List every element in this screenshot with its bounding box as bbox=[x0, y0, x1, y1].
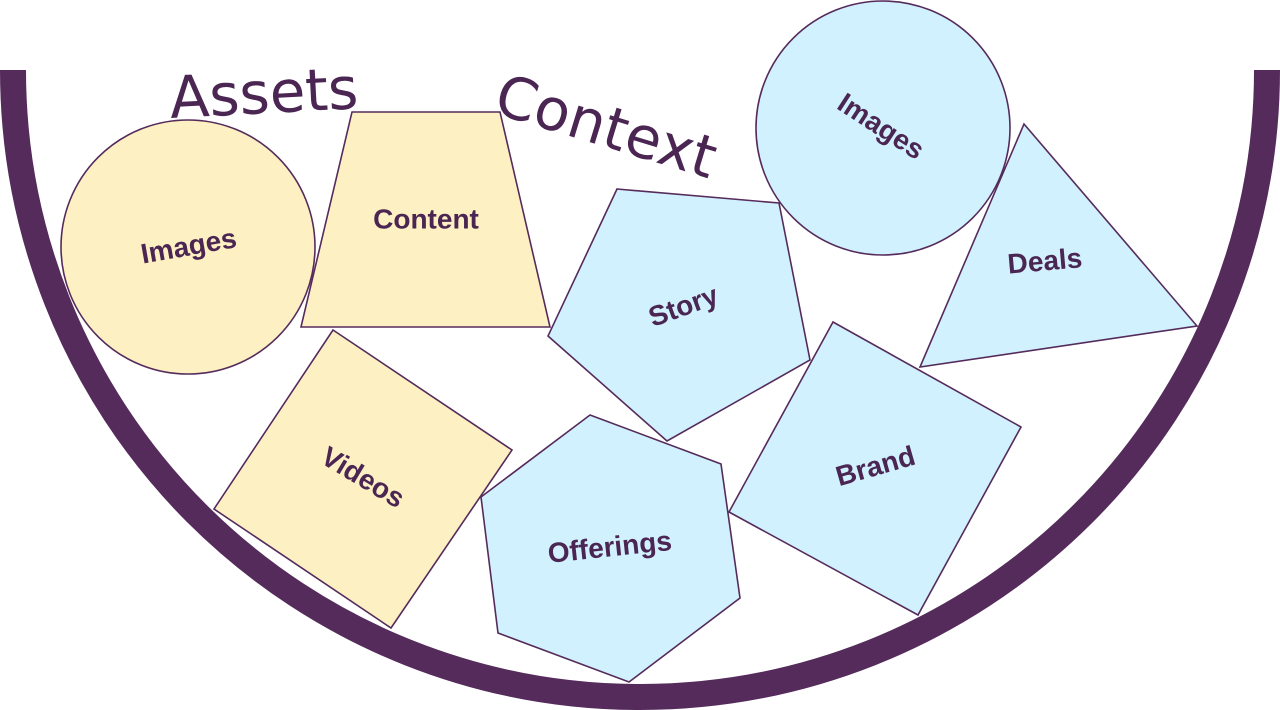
context-story-pentagon bbox=[547, 188, 811, 442]
assets-videos-square bbox=[212, 328, 514, 630]
context-brand-square bbox=[727, 320, 1023, 617]
context-images-circle bbox=[755, 0, 1011, 256]
context-deals-triangle bbox=[918, 122, 1199, 369]
context-offerings-hexagon bbox=[480, 414, 741, 683]
assets-content-label: Content bbox=[373, 203, 479, 234]
assets-heading: Assets bbox=[168, 54, 360, 132]
assets-content-trapezoid bbox=[299, 111, 552, 328]
bowl-outline bbox=[0, 69, 1280, 710]
context-deals-label: Deals bbox=[1006, 242, 1083, 279]
assets-images-circle bbox=[60, 119, 316, 375]
context-heading: Context bbox=[488, 61, 725, 192]
